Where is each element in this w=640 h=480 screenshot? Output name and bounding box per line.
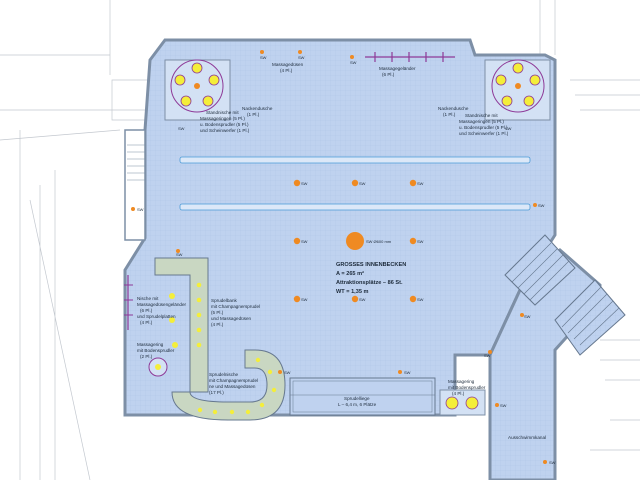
svg-text:Sprudelbank: Sprudelbank	[211, 298, 237, 303]
svg-text:ne und Massagedüsen: ne und Massagedüsen	[209, 384, 256, 389]
svg-text:u. Bodensprudler (5 Pl.): u. Bodensprudler (5 Pl.)	[459, 125, 508, 130]
svg-text:Standnische mit: Standnische mit	[465, 113, 498, 118]
svg-text:(4 Pl.): (4 Pl.)	[140, 320, 153, 325]
lane-marking-upper	[179, 156, 531, 164]
svg-text:(4 Pl.): (4 Pl.)	[211, 322, 224, 327]
svg-text:SW: SW	[417, 181, 424, 186]
svg-text:Nackendusche: Nackendusche	[242, 106, 273, 111]
basin-attractions: Attraktionsplätze – 86 St.	[336, 280, 403, 286]
svg-text:SW: SW	[260, 55, 267, 60]
basin-info: GROSSES INNENBECKEN A = 265 m² Attraktio…	[336, 239, 406, 295]
basin-area: A = 265 m²	[336, 270, 364, 277]
svg-text:SW: SW	[500, 403, 507, 408]
bubble-lounger	[289, 377, 436, 416]
svg-text:(1 Pl.): (1 Pl.)	[247, 112, 260, 117]
svg-text:(2 Pl.): (2 Pl.)	[140, 354, 153, 359]
svg-text:SW: SW	[359, 181, 366, 186]
svg-text:mit Champagnersprudel: mit Champagnersprudel	[211, 304, 260, 309]
standing-niche-right	[484, 59, 551, 121]
massage-rail-top	[365, 52, 455, 62]
svg-text:(4 Pl.): (4 Pl.)	[280, 68, 293, 73]
svg-text:Nackendusche: Nackendusche	[438, 106, 469, 111]
svg-text:Massagedüsengeländer: Massagedüsengeländer	[137, 302, 187, 307]
basin-title: GROSSES INNENBECKEN	[336, 262, 406, 268]
svg-text:mit Bodensprudler: mit Bodensprudler	[137, 348, 175, 353]
svg-text:Standnische mit: Standnische mit	[206, 110, 239, 115]
svg-text:SW: SW	[176, 252, 183, 257]
svg-text:und Sprudelplatten: und Sprudelplatten	[137, 314, 176, 319]
massage-ring-left	[148, 357, 168, 377]
svg-text:SW: SW	[301, 297, 308, 302]
svg-text:Massagegeländer: Massagegeländer	[379, 66, 416, 71]
svg-text:SW: SW	[178, 126, 185, 131]
svg-text:SW: SW	[524, 314, 531, 319]
svg-text:Massageringen (5 Pl.): Massageringen (5 Pl.)	[459, 119, 504, 124]
svg-text:SW: SW	[484, 353, 491, 358]
svg-text:SW: SW	[301, 181, 308, 186]
svg-text:SW: SW	[417, 297, 424, 302]
svg-text:(1 Pl.): (1 Pl.)	[443, 112, 456, 117]
svg-text:Sprudelnische: Sprudelnische	[209, 372, 239, 377]
bubble-bench-marks	[196, 282, 202, 348]
svg-text:SW: SW	[404, 370, 411, 375]
svg-text:SW: SW	[417, 239, 424, 244]
svg-text:SW: SW	[137, 207, 144, 212]
annotations: Massagedüsen (4 Pl.) Massagegeländer (6 …	[137, 62, 546, 440]
svg-text:Nische mit: Nische mit	[137, 296, 159, 301]
svg-text:Massagering: Massagering	[448, 379, 475, 384]
svg-text:Massagedüsen: Massagedüsen	[272, 62, 304, 67]
floor-jets	[293, 179, 417, 303]
svg-text:SW: SW	[301, 239, 308, 244]
svg-text:und Massagedüsen: und Massagedüsen	[211, 316, 252, 321]
standing-niche-left	[164, 59, 231, 121]
center-jet	[346, 232, 364, 250]
svg-text:mit Champagnersprudel: mit Champagnersprudel	[209, 378, 258, 383]
svg-text:u. Bodensprudler (5 Pl.): u. Bodensprudler (5 Pl.)	[200, 122, 249, 127]
svg-text:SW: SW	[359, 297, 366, 302]
svg-text:(17 Pl.): (17 Pl.)	[209, 390, 224, 395]
svg-text:SW: SW	[284, 370, 291, 375]
svg-text:Sprudelliege: Sprudelliege	[344, 396, 370, 401]
lane-marking-lower	[179, 203, 531, 211]
svg-text:Ausschwimmkanal: Ausschwimmkanal	[508, 435, 546, 440]
svg-text:(6 Pl.): (6 Pl.)	[140, 308, 153, 313]
right-stairs-lower	[554, 279, 626, 356]
basin-depth: WT = 1,35 m	[336, 289, 369, 295]
svg-text:Massageringen (5 Pl.): Massageringen (5 Pl.)	[200, 116, 245, 121]
svg-text:SW: SW	[298, 55, 305, 60]
left-stairs	[127, 144, 145, 181]
left-stair-pad	[124, 129, 146, 241]
svg-text:SW: SW	[538, 203, 545, 208]
svg-text:(5 Pl.): (5 Pl.)	[211, 310, 224, 315]
svg-text:SW: SW	[350, 60, 357, 65]
svg-text:SW: SW	[549, 460, 556, 465]
svg-text:mit Bodensprudler: mit Bodensprudler	[448, 385, 486, 390]
svg-text:und Scheinwerfer (1 Pl.): und Scheinwerfer (1 Pl.)	[459, 131, 509, 136]
sw-markers: SW SW SW SW SW SW SW SW SW SW SW SW SW S…	[137, 55, 556, 465]
center-jet-label: SW Ø600 mm	[366, 239, 392, 244]
bubble-niche-lights	[197, 357, 277, 415]
edge-jets	[131, 50, 547, 464]
svg-text:und Scheinwerfer (1 Pl.): und Scheinwerfer (1 Pl.)	[200, 128, 250, 133]
svg-text:(6 Pl.): (6 Pl.)	[382, 72, 395, 77]
svg-text:Massagering: Massagering	[137, 342, 164, 347]
svg-text:L – 6,4 m, 6 Plätze: L – 6,4 m, 6 Plätze	[338, 402, 377, 407]
massage-ring-right	[439, 389, 486, 416]
svg-text:SW: SW	[505, 126, 512, 131]
svg-text:(4 Pl.): (4 Pl.)	[452, 391, 465, 396]
bubble-niche-curved	[171, 349, 286, 421]
right-stairs-upper	[504, 234, 576, 306]
